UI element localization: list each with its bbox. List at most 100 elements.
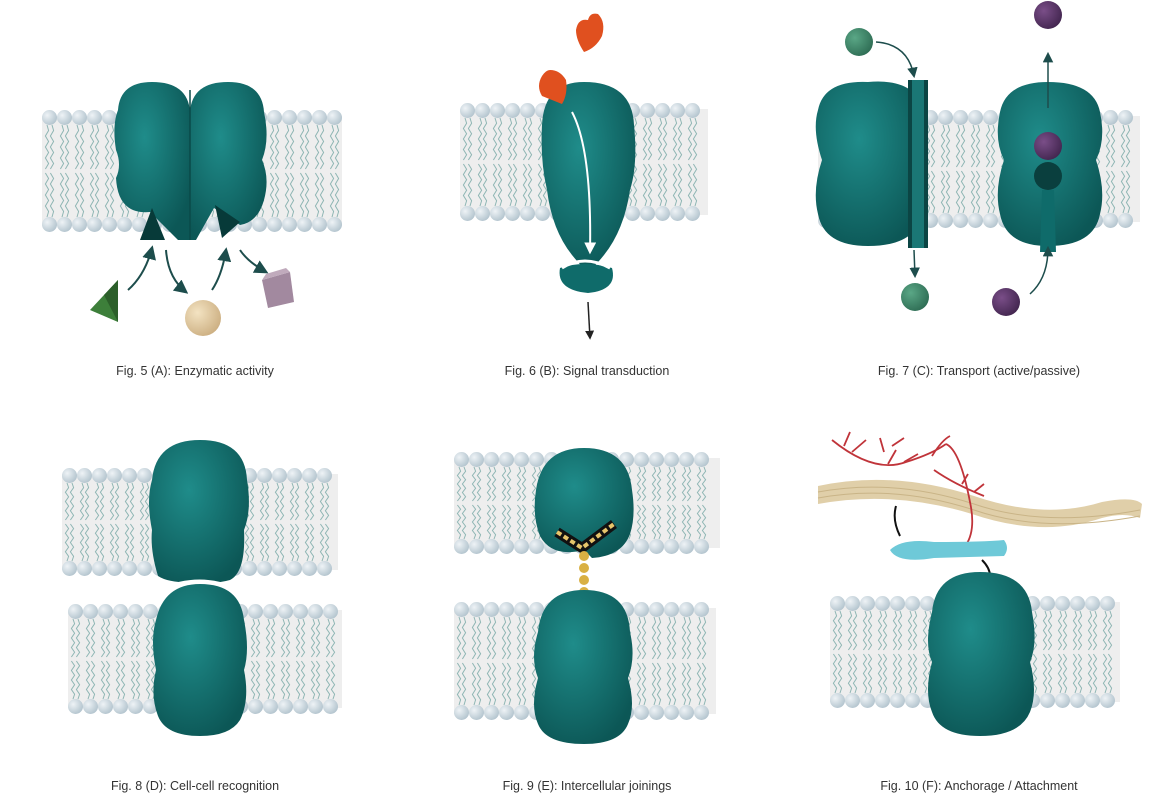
lipid-head: [460, 103, 475, 118]
lipid-head: [143, 699, 158, 714]
lipid-head: [1040, 596, 1055, 611]
lipid-head: [920, 596, 935, 611]
arrow-signal-relay: [571, 111, 597, 255]
glycoprotein-upper: [149, 440, 249, 583]
lipid-head: [454, 602, 469, 617]
lipid-head: [257, 561, 272, 576]
lipid-head: [248, 699, 263, 714]
lipid-head: [1085, 596, 1100, 611]
glycoprotein-lower: [153, 584, 247, 736]
lipid-head: [137, 561, 152, 576]
lipid-head: [469, 539, 484, 554]
lipid-head: [454, 539, 469, 554]
lipid-head: [128, 604, 143, 619]
lipid-head: [312, 110, 327, 125]
lipid-head: [890, 693, 905, 708]
lipid-head: [983, 110, 998, 125]
lipid-head: [845, 596, 860, 611]
figure-panel-d: Fig. 8 (D): Cell-cell recognition: [0, 400, 390, 800]
lipid-head: [514, 452, 529, 467]
lipid-head: [499, 705, 514, 720]
arrow-intermediate-in: [211, 247, 232, 291]
lipid-head: [1055, 693, 1070, 708]
lipid-head: [679, 539, 694, 554]
lipid-head: [953, 110, 968, 125]
lipid-head: [664, 602, 679, 617]
arrow-active-in: [1029, 245, 1054, 295]
lipid-head: [77, 561, 92, 576]
red-filament-network: [831, 431, 985, 546]
lipid-head: [694, 705, 709, 720]
lipid-head: [875, 693, 890, 708]
lipid-head: [670, 206, 685, 221]
lipid-head: [107, 468, 122, 483]
green-ion-inside-icon: [901, 283, 929, 311]
channel-protein: [815, 80, 928, 248]
figure-panel-e: Fig. 9 (E): Intercellular joinings: [392, 400, 782, 800]
caption-figure-c: Fig. 7 (C): Transport (active/passive): [877, 364, 1081, 378]
lipid-head: [267, 217, 282, 232]
enzyme-protein: [114, 82, 267, 240]
lipid-head: [293, 699, 308, 714]
lipid-head: [68, 699, 83, 714]
lipid-head: [938, 110, 953, 125]
lipid-head: [1040, 693, 1055, 708]
carrier-protein: [997, 82, 1103, 252]
lipid-head: [297, 110, 312, 125]
lipid-head: [87, 217, 102, 232]
caption-figure-b: Fig. 6 (B): Signal transduction: [504, 364, 670, 378]
lipid-head: [983, 213, 998, 228]
lipid-head: [242, 561, 257, 576]
figure-panel-b: Fig. 6 (B): Signal transduction: [392, 0, 782, 400]
arrow-passive-in: [875, 41, 918, 79]
lipid-head: [679, 452, 694, 467]
figure-panel-f: Fig. 10 (F): Anchorage / Attachment: [784, 400, 1174, 800]
lipid-head: [1118, 213, 1133, 228]
extracellular-fiber: [817, 479, 1142, 528]
caption-figure-d: Fig. 8 (D): Cell-cell recognition: [110, 779, 280, 793]
lipid-head: [938, 213, 953, 228]
lipid-head: [1070, 693, 1085, 708]
lipid-head: [1103, 213, 1118, 228]
lipid-head: [72, 110, 87, 125]
figure-panel-a: Fig. 5 (A): Enzymatic activity: [0, 0, 390, 400]
lipid-head: [278, 604, 293, 619]
tether-line-upper: [893, 505, 901, 537]
arrow-final-product-out: [239, 249, 269, 274]
lipid-head: [499, 452, 514, 467]
junction-protein-lower: [534, 590, 633, 744]
lipid-head: [454, 452, 469, 467]
lipid-head: [830, 693, 845, 708]
lipid-head: [263, 699, 278, 714]
lipid-head: [634, 705, 649, 720]
lipid-head: [640, 103, 655, 118]
lipid-head: [57, 110, 72, 125]
lipid-head: [252, 217, 267, 232]
lipid-head: [317, 561, 332, 576]
enzymatic-activity-diagram: [42, 82, 342, 336]
lipid-head: [257, 468, 272, 483]
lipid-head: [308, 604, 323, 619]
lipid-head: [499, 539, 514, 554]
arrow-signal-output: [585, 301, 595, 340]
lipid-head: [905, 596, 920, 611]
lipid-head: [460, 206, 475, 221]
lipid-head: [207, 217, 222, 232]
caption-figure-f: Fig. 10 (F): Anchorage / Attachment: [880, 779, 1078, 793]
lipid-head: [484, 539, 499, 554]
lipid-head: [107, 561, 122, 576]
lipid-head: [529, 602, 544, 617]
lipid-head: [57, 217, 72, 232]
lipid-head: [664, 539, 679, 554]
lipid-head: [62, 468, 77, 483]
purple-ion-in-carrier-icon: [1034, 132, 1062, 160]
lipid-head: [287, 468, 302, 483]
lipid-head: [263, 604, 278, 619]
lipid-head: [42, 217, 57, 232]
arrow-product-out: [165, 249, 189, 294]
lipid-head: [634, 452, 649, 467]
lipid-head: [520, 206, 535, 221]
lipid-head: [327, 217, 342, 232]
lipid-head: [953, 213, 968, 228]
lipid-head: [278, 699, 293, 714]
